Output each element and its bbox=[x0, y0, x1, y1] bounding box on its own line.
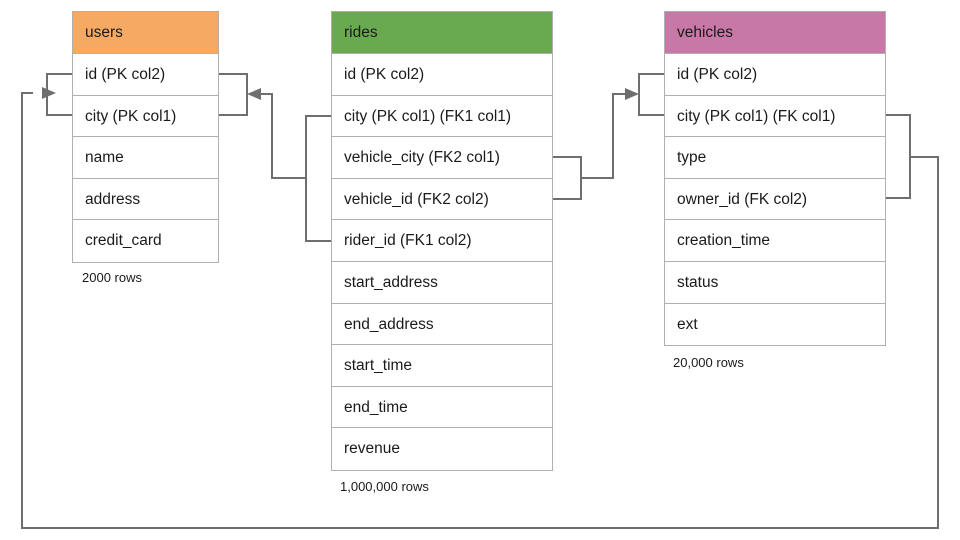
field-rides-revenue[interactable]: revenue bbox=[332, 428, 552, 470]
field-rides-vehicle-city[interactable]: vehicle_city (FK2 col1) bbox=[332, 137, 552, 179]
field-rides-end-time[interactable]: end_time bbox=[332, 386, 552, 429]
field-users-address[interactable]: address bbox=[73, 178, 218, 221]
edge-rides-to-vehicles bbox=[553, 73, 664, 200]
edge-rides-to-users bbox=[219, 73, 331, 242]
field-users-city[interactable]: city (PK col1) bbox=[73, 95, 218, 138]
arrowhead-into-users-right bbox=[247, 88, 261, 100]
field-users-id[interactable]: id (PK col2) bbox=[73, 54, 218, 96]
vehicles-left-bracket bbox=[638, 73, 664, 116]
rides-left-bracket bbox=[305, 115, 331, 242]
entity-vehicles[interactable]: vehicles id (PK col2) city (PK col1) (FK… bbox=[664, 11, 886, 347]
field-rides-rider-id[interactable]: rider_id (FK1 col2) bbox=[332, 220, 552, 262]
users-left-bracket bbox=[46, 73, 72, 116]
field-rides-id[interactable]: id (PK col2) bbox=[332, 54, 552, 96]
field-vehicles-ext[interactable]: ext bbox=[665, 303, 885, 346]
entity-users-header: users bbox=[73, 12, 218, 54]
edge-rides-users-line bbox=[256, 93, 306, 179]
field-vehicles-id[interactable]: id (PK col2) bbox=[665, 54, 885, 96]
field-rides-vehicle-id[interactable]: vehicle_id (FK2 col2) bbox=[332, 178, 552, 221]
rowcount-rides: 1,000,000 rows bbox=[340, 479, 429, 494]
field-vehicles-status[interactable]: status bbox=[665, 261, 885, 304]
entity-users[interactable]: users id (PK col2) city (PK col1) name a… bbox=[72, 11, 219, 263]
field-rides-start-address[interactable]: start_address bbox=[332, 261, 552, 304]
field-vehicles-owner-id[interactable]: owner_id (FK col2) bbox=[665, 178, 885, 221]
field-rides-city[interactable]: city (PK col1) (FK1 col1) bbox=[332, 95, 552, 138]
users-right-bracket bbox=[219, 73, 248, 116]
field-users-credit-card[interactable]: credit_card bbox=[73, 220, 218, 262]
entity-rides-header: rides bbox=[332, 12, 552, 54]
vehicles-right-bracket bbox=[886, 114, 911, 199]
field-vehicles-type[interactable]: type bbox=[665, 137, 885, 179]
field-rides-end-address[interactable]: end_address bbox=[332, 303, 552, 346]
rowcount-users: 2000 rows bbox=[82, 270, 142, 285]
field-vehicles-creation-time[interactable]: creation_time bbox=[665, 220, 885, 262]
field-users-name[interactable]: name bbox=[73, 137, 218, 179]
field-rides-start-time[interactable]: start_time bbox=[332, 345, 552, 387]
entity-vehicles-header: vehicles bbox=[665, 12, 885, 54]
rides-right-bracket bbox=[553, 156, 582, 200]
edge-rides-vehicles-line bbox=[581, 93, 630, 179]
arrowhead-into-users-left bbox=[42, 87, 56, 99]
field-vehicles-city[interactable]: city (PK col1) (FK col1) bbox=[665, 95, 885, 138]
rowcount-vehicles: 20,000 rows bbox=[673, 355, 744, 370]
entity-rides[interactable]: rides id (PK col2) city (PK col1) (FK1 c… bbox=[331, 11, 553, 471]
arrowhead-into-vehicles-left bbox=[625, 88, 639, 100]
